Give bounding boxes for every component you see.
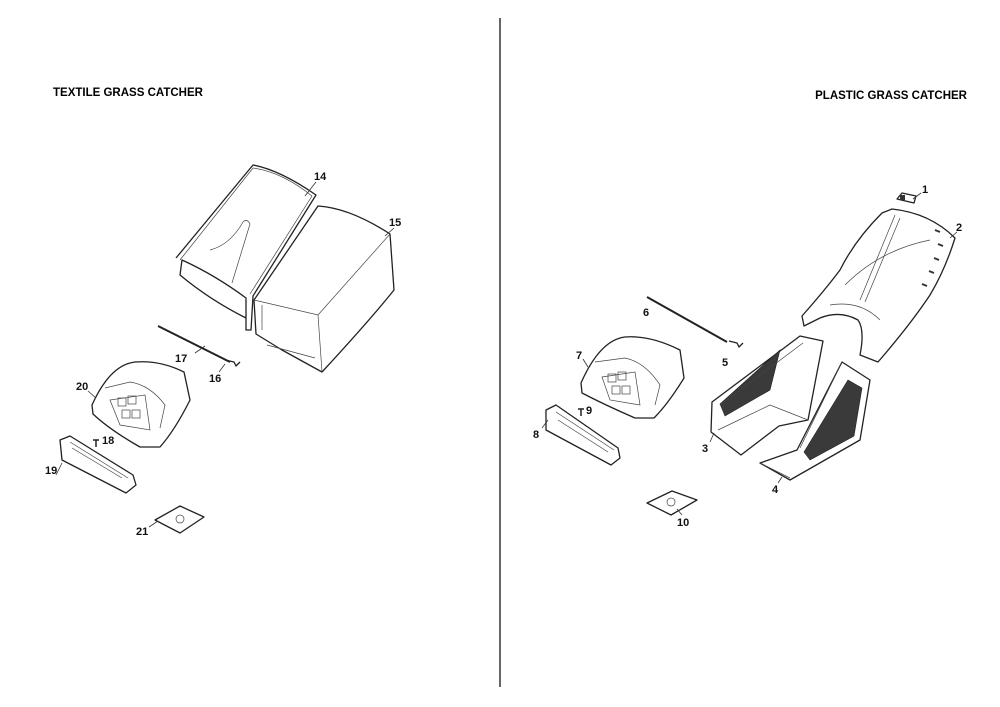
- callout-17: 17: [175, 353, 187, 365]
- callout-3: 3: [702, 443, 708, 455]
- part-17-rod: [157, 325, 231, 363]
- callout-10: 10: [677, 517, 689, 529]
- callout-19: 19: [45, 465, 57, 477]
- part-19-handle: [59, 435, 137, 494]
- part-10-label: [646, 490, 698, 516]
- callout-15: 15: [389, 217, 401, 229]
- callout-1: 1: [922, 184, 928, 196]
- callout-16: 16: [209, 373, 221, 385]
- part-7-cover: [580, 336, 685, 419]
- part-2-plastic-top: [801, 208, 956, 363]
- textile-section-title: TEXTILE GRASS CATCHER: [53, 87, 204, 99]
- part-20-cover: [91, 361, 191, 448]
- callout-14: 14: [314, 171, 327, 183]
- part-21-label: [154, 505, 205, 534]
- callout-18: 18: [102, 435, 114, 447]
- part-4-basket-side: [759, 361, 871, 481]
- callout-2: 2: [956, 222, 962, 234]
- part-14-frame: [175, 164, 317, 331]
- plastic-section-title: PLASTIC GRASS CATCHER: [815, 90, 968, 102]
- part-5-clip: [728, 340, 744, 348]
- part-16-clip: [224, 359, 241, 367]
- part-9-screw: [578, 408, 584, 416]
- callout-4: 4: [772, 484, 779, 496]
- part-1-label: [896, 192, 917, 204]
- callout-8: 8: [533, 429, 539, 441]
- part-18-screw: [93, 439, 99, 447]
- callout-5: 5: [722, 357, 728, 369]
- part-8-handle: [545, 404, 621, 466]
- callout-6: 6: [643, 307, 649, 319]
- callout-20: 20: [76, 381, 88, 393]
- part-15-textile-bag: [253, 205, 395, 373]
- callout-21: 21: [136, 526, 148, 538]
- part-3-basket: [710, 335, 824, 456]
- callout-7: 7: [576, 350, 582, 362]
- callout-9: 9: [586, 405, 592, 417]
- leader-lines: [55, 181, 958, 528]
- part-6-rod: [646, 296, 728, 343]
